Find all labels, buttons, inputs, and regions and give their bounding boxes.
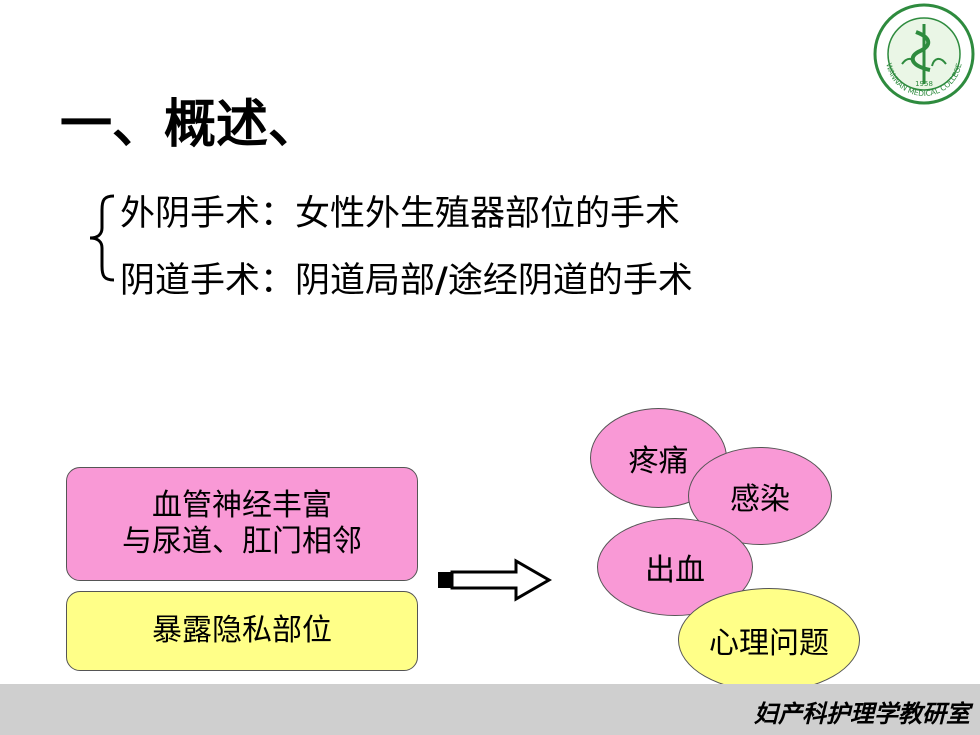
definition-vaginal-surgery: 阴道手术：阴道局部/途经阴道的手术 <box>120 252 693 303</box>
definition-slash: / <box>435 261 448 301</box>
problem-bleeding-label: 出血 <box>645 553 705 588</box>
right-arrow-icon <box>438 558 552 602</box>
feature-box-anatomy: 血管神经丰富 与尿道、肛门相邻 <box>66 467 418 581</box>
college-logo: 1958 WANNAN MEDICAL COLLEGE <box>872 2 976 106</box>
slide-title: 一、概述、 <box>60 95 321 155</box>
feature-line-1: 血管神经丰富 <box>152 488 332 523</box>
problem-psychological: 心理问题 <box>678 588 860 692</box>
problem-pain-label: 疼痛 <box>628 444 689 479</box>
definition-vulvar-surgery: 外阴手术：女性外生殖器部位的手术 <box>120 194 681 234</box>
definition-vaginal-part2: 途经阴道的手术 <box>447 261 693 301</box>
feature-box-exposure: 暴露隐私部位 <box>66 591 418 671</box>
problem-infection-label: 感染 <box>730 482 790 517</box>
curly-brace-icon <box>89 194 115 282</box>
problem-infection: 感染 <box>688 447 832 545</box>
footer-department: 妇产科护理学教研室 <box>754 699 970 728</box>
footer-bar <box>0 684 980 735</box>
definition-vaginal-part1: 阴道手术：阴道局部 <box>120 261 436 301</box>
problem-psychological-label: 心理问题 <box>709 626 829 661</box>
feature-line-2: 与尿道、肛门相邻 <box>122 524 362 559</box>
feature-exposure-text: 暴露隐私部位 <box>152 613 332 648</box>
logo-year: 1958 <box>915 80 933 88</box>
